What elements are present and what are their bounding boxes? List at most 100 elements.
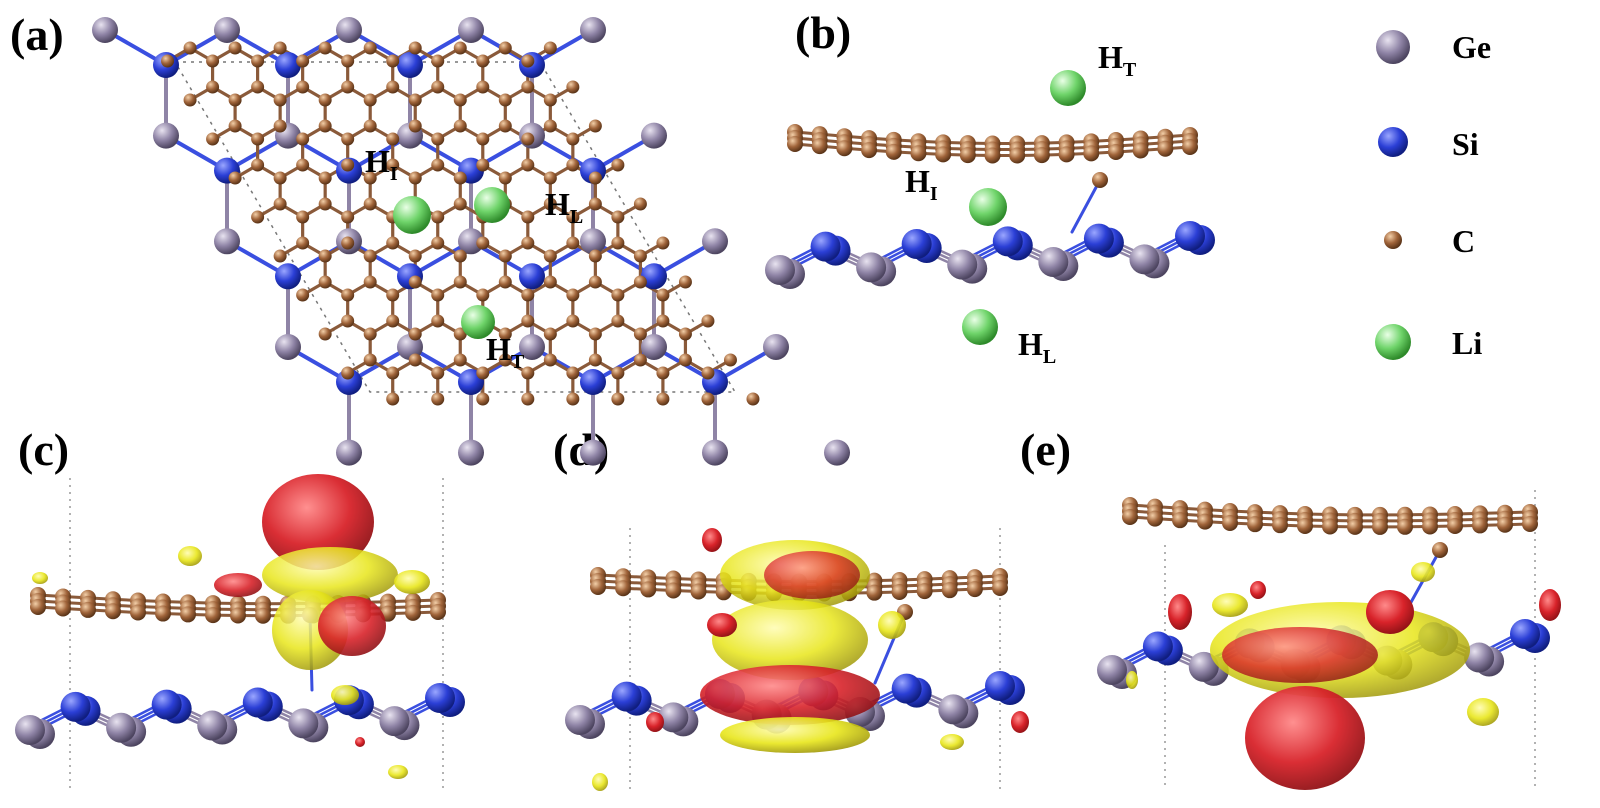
c-atom <box>588 171 602 185</box>
c-atom <box>1397 518 1413 535</box>
site-label-lower: HL <box>545 186 583 228</box>
c-atom <box>341 366 355 380</box>
legend-label-c: C <box>1452 223 1475 259</box>
ge-atom <box>288 708 319 739</box>
c-atom <box>318 41 332 55</box>
charge-gain-lobe <box>878 611 906 639</box>
li-swatch <box>1375 324 1411 360</box>
c-atom <box>1172 512 1188 529</box>
c-atom <box>155 605 171 622</box>
c-atom <box>543 275 557 289</box>
c-atom <box>453 353 467 367</box>
graphene-layer <box>787 124 1198 164</box>
c-atom <box>206 54 220 68</box>
ge-atom <box>824 439 850 466</box>
panel-b-side-view: HT HI HL <box>765 39 1215 368</box>
c-atom <box>640 581 657 598</box>
si-atom <box>519 263 545 290</box>
ge-atom <box>765 255 795 285</box>
c-atom <box>633 327 647 341</box>
si-atom <box>60 691 91 722</box>
c-atom <box>498 171 512 185</box>
c-atom <box>1092 172 1108 188</box>
charge-isosurfaces <box>592 528 1029 791</box>
panel-label-a: (a) <box>10 9 64 60</box>
c-atom <box>183 93 197 107</box>
c-atom <box>984 147 1001 164</box>
c-atom <box>408 171 422 185</box>
charge-gain-lobe <box>394 570 430 594</box>
c-atom <box>386 314 400 328</box>
c-atom <box>431 366 445 380</box>
ge-atom <box>580 439 606 466</box>
c-atom <box>431 132 445 146</box>
c-atom <box>296 132 310 146</box>
c-atom <box>161 54 175 68</box>
ge-atom <box>947 249 978 280</box>
c-atom <box>588 353 602 367</box>
charge-isosurfaces <box>1126 562 1561 790</box>
c-atom <box>296 210 310 224</box>
c-atom <box>180 606 196 623</box>
panel-a-top-view: HI HL HT <box>92 17 850 466</box>
c-atom <box>521 80 535 94</box>
c-atom <box>633 249 647 263</box>
c-atom <box>498 41 512 55</box>
c-atom <box>543 171 557 185</box>
charge-gain-lobe <box>1411 562 1435 582</box>
c-atom <box>566 314 580 328</box>
ge-atom <box>214 228 240 255</box>
ge-atom <box>856 252 887 283</box>
ge-atom <box>702 439 728 466</box>
c-atom <box>296 236 310 250</box>
ge-atom <box>580 228 606 255</box>
panel-e-charge-density <box>1097 490 1561 790</box>
c-atom <box>273 93 287 107</box>
c-atom <box>476 366 490 380</box>
c-atom <box>543 249 557 263</box>
ge-atom <box>336 17 362 43</box>
charge-gain-lobe <box>592 773 608 791</box>
c-atom <box>318 119 332 133</box>
c-atom <box>521 158 535 172</box>
si-atom <box>1142 631 1173 662</box>
c-atom <box>386 288 400 302</box>
c-atom <box>678 353 692 367</box>
site-label-lower: HL <box>1018 326 1056 368</box>
c-atom <box>916 583 933 600</box>
si-atom <box>1175 221 1205 251</box>
charge-loss-lobe <box>1168 594 1192 630</box>
side-layers <box>15 587 465 749</box>
c-atom <box>1522 516 1538 532</box>
charge-gain-lobe <box>178 546 202 566</box>
si-atom <box>901 229 932 259</box>
gesi-layer <box>15 683 465 749</box>
li-atom-interlayer <box>969 188 1007 226</box>
c-atom <box>273 249 287 263</box>
c-swatch <box>1384 231 1402 249</box>
c-atom <box>566 210 580 224</box>
si-atom <box>891 673 922 704</box>
c-atom <box>296 288 310 302</box>
c-atom <box>656 236 670 250</box>
c-atom <box>1147 510 1163 527</box>
c-atom <box>453 119 467 133</box>
c-atom <box>431 210 445 224</box>
c-atom <box>1497 516 1513 533</box>
ge-atom <box>458 228 484 255</box>
c-atom <box>746 392 760 406</box>
c-atom <box>296 54 310 68</box>
c-atom <box>251 158 265 172</box>
c-atom <box>30 599 46 615</box>
c-atom <box>205 607 221 624</box>
c-atom <box>431 314 445 328</box>
c-atom <box>1132 142 1149 159</box>
si-atom <box>275 52 301 78</box>
c-atom <box>408 249 422 263</box>
c-atom <box>341 288 355 302</box>
site-label-top: HT <box>1098 39 1137 81</box>
c-atom <box>588 249 602 263</box>
c-atom <box>1009 147 1026 164</box>
ge-atom <box>92 17 118 43</box>
